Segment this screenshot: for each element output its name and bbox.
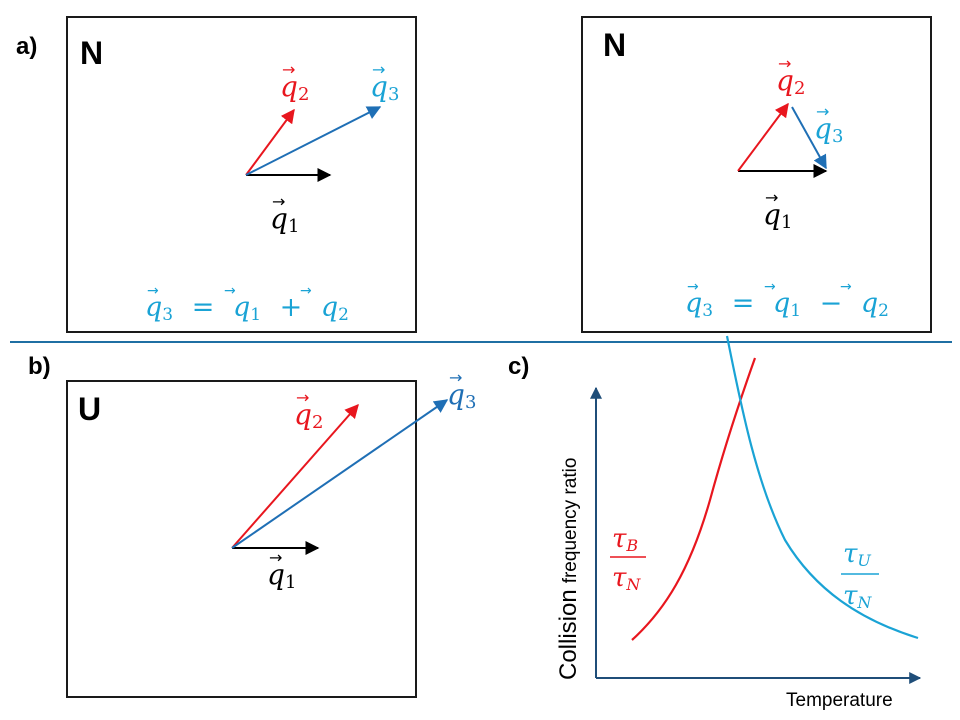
svg-text:→: → [778, 54, 791, 73]
vector-q2-arrow [737, 102, 789, 172]
svg-text:τN: τN [612, 563, 641, 594]
panel-b-label: b) [28, 353, 51, 380]
curve-tau-u-over-tau-n [725, 335, 919, 640]
vector-q3-arrow [231, 399, 449, 549]
panel-b-box: U q1 → q2 → q3 → [66, 368, 476, 698]
svg-text:→: → [372, 60, 385, 79]
vector-q1-label: q1 → [763, 188, 792, 233]
label-tau-u-over-tau-n: τU τN [841, 539, 879, 612]
svg-text:τN: τN [843, 581, 872, 612]
label-tau-b-over-tau-n: τB τN [610, 524, 646, 594]
svg-text:→: → [296, 388, 309, 407]
equation-sum: q3 = q1 + q2 → → → [145, 283, 349, 327]
vector-q3-label: q3 → [814, 102, 843, 147]
vector-q3-label: q3 → [370, 60, 399, 105]
svg-text:→: → [840, 279, 852, 295]
svg-text:q1: q1 [267, 558, 296, 593]
svg-text:→: → [272, 192, 285, 211]
svg-text:q3 = q1: q3 = q1 − q2 [685, 288, 889, 323]
box-title-n: N [603, 27, 626, 63]
svg-text:q3 = q1: q3 = q1 + q2 [145, 292, 349, 327]
svg-text:→: → [687, 279, 699, 295]
vector-q3-label: q3 → [447, 368, 476, 413]
svg-text:τU: τU [843, 539, 871, 570]
svg-text:q3: q3 [370, 70, 399, 105]
y-axis-label: Collisionfrequency ratio [555, 458, 582, 680]
vector-q3-arrow [245, 106, 382, 176]
svg-text:→: → [300, 283, 312, 299]
svg-text:q2: q2 [776, 64, 805, 99]
vector-q1-label: q1 → [270, 192, 299, 237]
x-axis-label: Temperature [786, 690, 893, 711]
svg-text:→: → [282, 60, 295, 79]
box-title-n: N [80, 35, 103, 71]
panel-c-plot: Collisionfrequency ratio Temperature τB … [555, 335, 922, 711]
box-frame [66, 380, 417, 698]
svg-text:τB: τB [612, 524, 638, 555]
vector-q2-label: q2 → [294, 388, 323, 433]
panel-a-label: a) [16, 33, 37, 60]
vector-q2-arrow [231, 403, 359, 549]
panel-c-label: c) [508, 353, 529, 380]
vector-q2-label: q2 → [280, 60, 309, 105]
vector-q2-label: q2 → [776, 54, 805, 99]
vector-q1-label: q1 → [267, 548, 296, 593]
curve-tau-b-over-tau-n [631, 357, 757, 641]
panel-a-right-box: N q1 → q2 → q3 → q3 = q1 − q2 → → → [581, 16, 932, 333]
svg-text:→: → [224, 283, 236, 299]
box-title-u: U [78, 391, 101, 427]
svg-text:q2: q2 [280, 70, 309, 105]
svg-text:q3: q3 [814, 112, 843, 147]
svg-text:q3: q3 [447, 378, 476, 413]
equation-difference: q3 = q1 − q2 → → → [685, 279, 889, 323]
panel-a-left-box: N q1 → q2 → q3 → q3 = q1 + q2 → → → [66, 16, 417, 333]
svg-text:q1: q1 [270, 202, 299, 237]
svg-text:q2: q2 [294, 398, 323, 433]
svg-text:→: → [816, 102, 829, 121]
box-frame [66, 16, 417, 333]
box-frame [581, 16, 932, 333]
svg-text:→: → [269, 548, 282, 567]
svg-text:→: → [764, 279, 776, 295]
svg-text:→: → [147, 283, 159, 299]
svg-text:→: → [765, 188, 778, 207]
svg-text:q1: q1 [763, 198, 792, 233]
vector-q2-arrow [245, 108, 295, 176]
svg-text:→: → [449, 368, 462, 387]
vector-q3-arrow [791, 106, 827, 170]
